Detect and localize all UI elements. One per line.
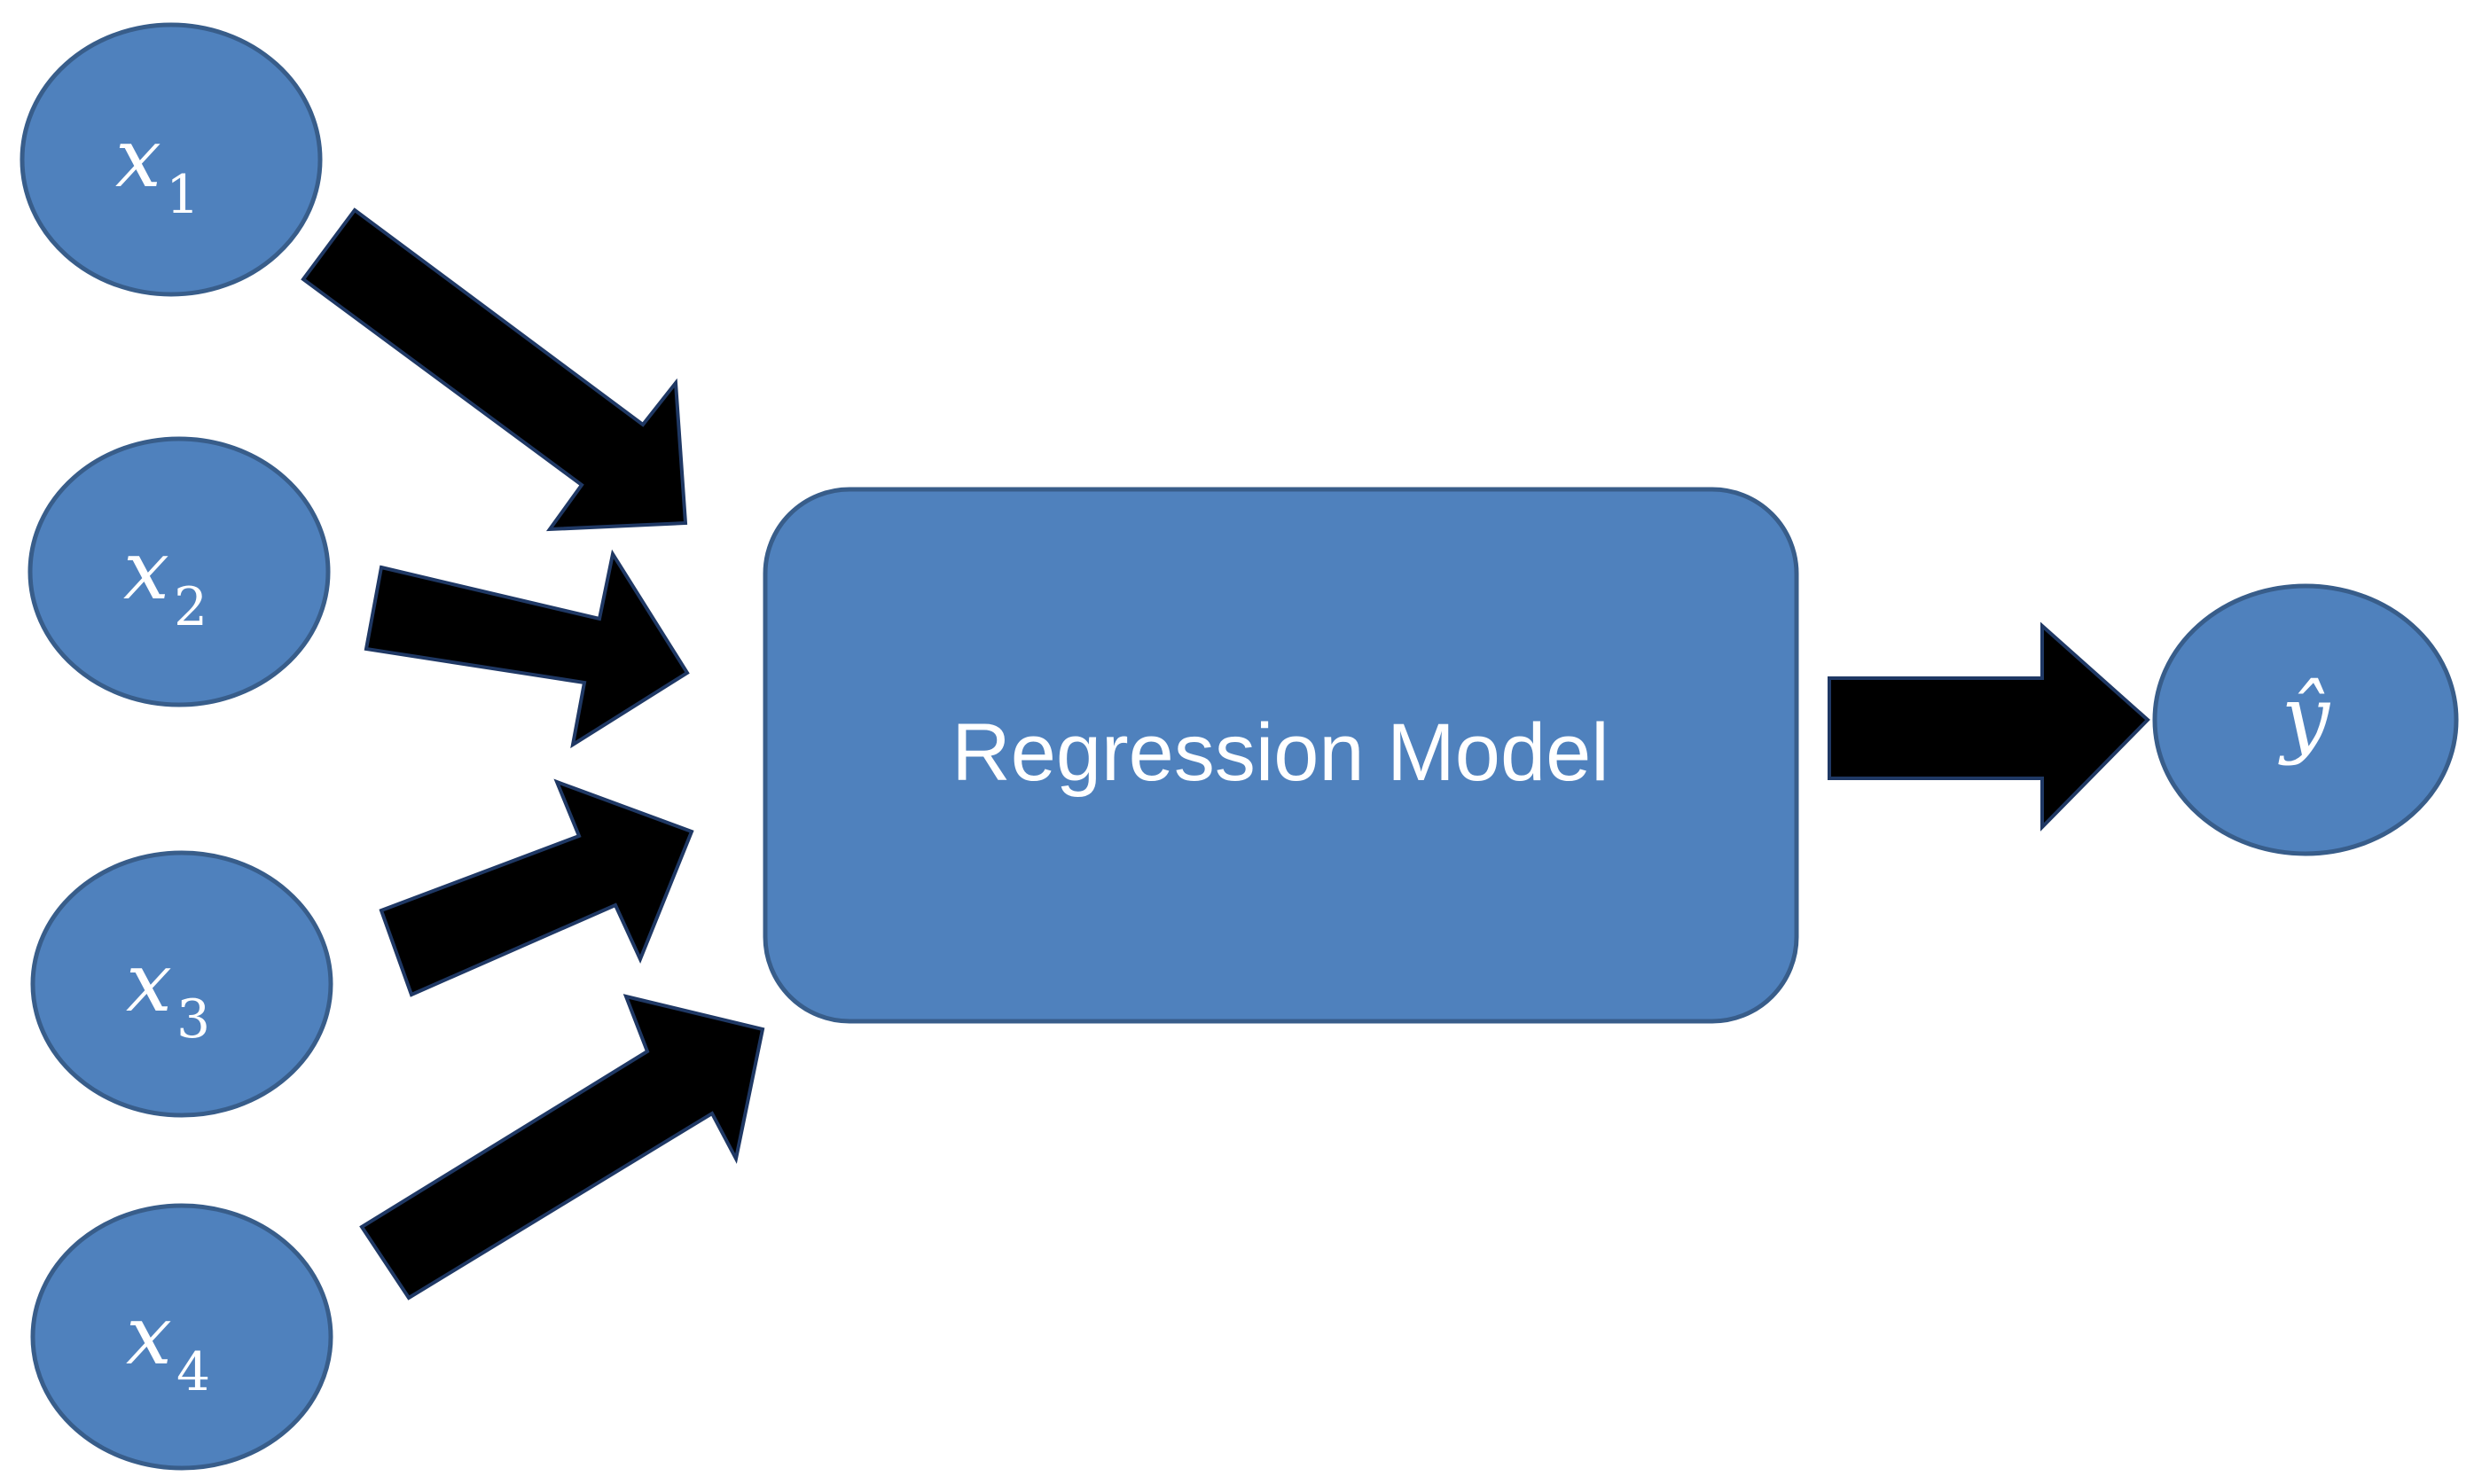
output-symbol: ŷ <box>2278 668 2331 767</box>
arrow-x1-to-model <box>301 207 688 532</box>
input-symbol: x <box>115 111 161 206</box>
input-node-x1: x 1 <box>20 22 323 297</box>
input-node-x4: x 4 <box>30 1203 333 1471</box>
input-subscript: 1 <box>166 164 200 226</box>
input-symbol: x <box>126 935 172 1030</box>
arrow-x4-to-model <box>359 994 765 1300</box>
arrow-model-to-output <box>1828 621 2150 832</box>
arrow-x2-to-model <box>364 549 690 749</box>
input-symbol: x <box>123 523 169 618</box>
input-node-x3: x 3 <box>30 850 333 1118</box>
input-subscript: 3 <box>176 988 210 1051</box>
input-node-x2: x 2 <box>27 436 331 707</box>
input-subscript: 2 <box>174 576 207 638</box>
output-node-yhat: ŷ <box>2152 583 2459 856</box>
arrow-x3-to-model <box>379 778 694 997</box>
input-subscript: 4 <box>176 1341 210 1403</box>
input-symbol: x <box>126 1288 172 1383</box>
model-label: Regression Model <box>951 707 1609 798</box>
regression-model-box: Regression Model <box>763 487 1799 1024</box>
